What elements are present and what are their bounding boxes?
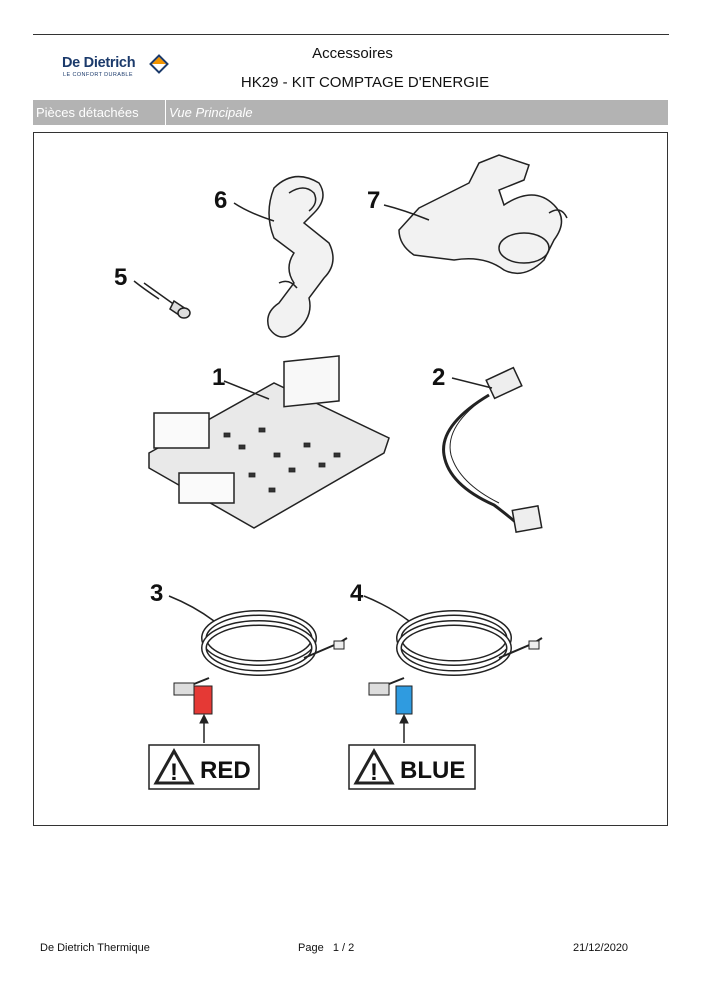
de-dietrich-logo: De Dietrich LE CONFORT DURABLE [62, 54, 172, 83]
red-sensor-sleeve [193, 685, 213, 715]
section-bar: Pièces détachées Vue Principale [33, 100, 668, 125]
parts-drawing: ! RED ! BLUE 6 7 5 1 2 3 4 [114, 154, 568, 790]
warning-exclamation-icon: ! [370, 759, 378, 786]
footer-page: Page 1 / 2 [298, 942, 354, 954]
leader-lines [133, 202, 493, 622]
part-1-pcb [148, 355, 390, 529]
callout-5: 5 [114, 264, 127, 291]
header-rule [33, 34, 669, 35]
part-3-red-sensor [173, 610, 348, 743]
warning-red-label: RED [200, 757, 251, 784]
part-7-bracket [398, 154, 568, 275]
blue-sensor-sleeve [395, 685, 413, 715]
footer-page-label: Page [298, 942, 324, 954]
callout-4: 4 [350, 580, 364, 607]
callout-3: 3 [150, 580, 163, 607]
footer-page-value: 1 / 2 [332, 942, 355, 954]
part-2-harness [442, 366, 543, 533]
page-category: Accessoires [312, 45, 393, 62]
section-tab-parts: Pièces détachées [33, 100, 166, 125]
callout-6: 6 [214, 187, 227, 214]
logo-tagline: LE CONFORT DURABLE [63, 72, 133, 78]
exploded-view-diagram: ! RED ! BLUE 6 7 5 1 2 3 4 [33, 132, 668, 826]
footer-company: De Dietrich Thermique [40, 942, 150, 954]
warning-box-red: ! RED [148, 744, 260, 790]
page-title: HK29 - KIT COMPTAGE D'ENERGIE [240, 74, 490, 91]
callout-2: 2 [432, 364, 445, 391]
warning-box-blue: ! BLUE [348, 744, 476, 790]
callout-7: 7 [367, 187, 380, 214]
part-4-blue-sensor [368, 610, 543, 743]
section-view-label: Vue Principale [169, 105, 253, 120]
part-5-screw [143, 282, 191, 319]
warning-blue-label: BLUE [400, 757, 465, 784]
part-6-clip [267, 175, 334, 338]
logo-brand: De Dietrich [62, 55, 136, 71]
callout-1: 1 [212, 364, 225, 391]
warning-exclamation-icon: ! [170, 759, 178, 786]
footer-date: 21/12/2020 [573, 942, 629, 954]
